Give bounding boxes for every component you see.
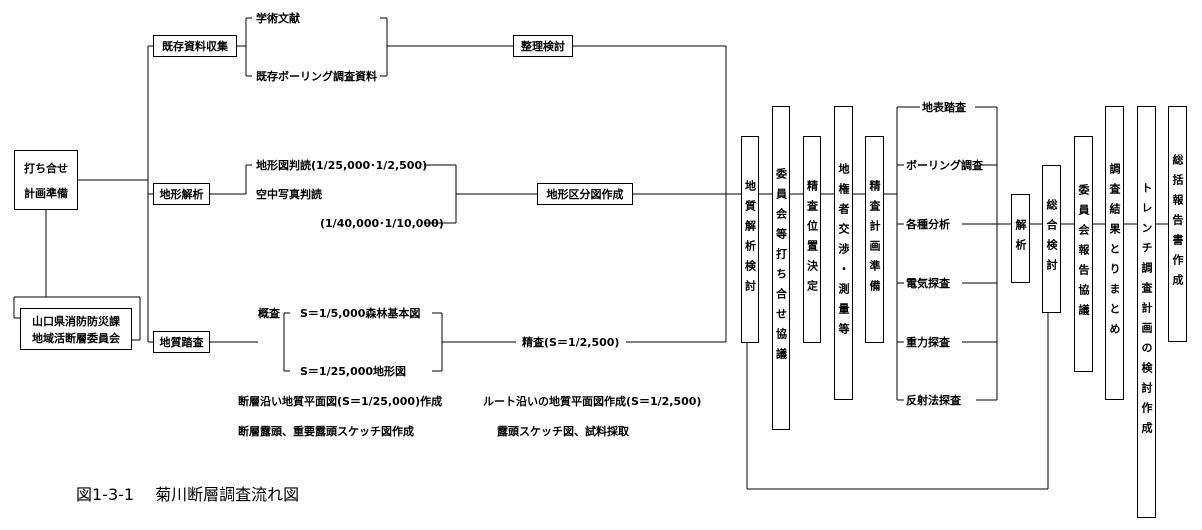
committee-line-2: 地域活断層委員会 — [32, 331, 120, 345]
chikensha-box: 地権者交渉・測量等 — [834, 106, 853, 400]
note-left-1: 断層沿い地質平面図(S＝1/25,000)作成 — [238, 395, 443, 408]
soukatsu-houkoku-box: 総括報告書作成 — [1168, 106, 1187, 342]
chishitsu-tousa-box: 地質踏査 — [153, 331, 210, 353]
uchiawase-line-1: 打ち合せ — [24, 161, 68, 175]
survey-item-chihyou: 地表踏査 — [922, 101, 966, 114]
committee-line-1: 山口県消防防災課 — [32, 314, 120, 328]
iinkai-uchiawase-box: 委員会等打ち合せ協議 — [772, 106, 790, 430]
seisa-ichi-box: 精査位置決定 — [803, 136, 821, 343]
committee-box: 山口県消防防災課 地域活断層委員会 — [20, 308, 132, 350]
chikeizu-handoku-label: 地形図判読(1/25,000･1/2,500) — [256, 159, 428, 172]
gaisa-forest-map-label: S＝1/5,000森林基本図 — [300, 307, 421, 320]
survey-item-bunseki: 各種分析 — [906, 218, 950, 231]
note-right-1: ルート沿いの地質平面図作成(S＝1/2,500) — [483, 395, 702, 408]
survey-item-boring: ボーリング調査 — [906, 159, 983, 172]
uchiawase-box: 打ち合せ 計画準備 — [14, 150, 78, 210]
gaisa-label: 概査 — [258, 307, 280, 320]
uchiawase-line-2: 計画準備 — [24, 186, 68, 200]
note-right-2: 露頭スケッチ図、試料採取 — [497, 425, 629, 438]
survey-item-juuryoku: 重力探査 — [906, 336, 950, 349]
survey-item-hanshahou: 反射法探査 — [906, 394, 961, 407]
chikei-kubun-box: 地形区分図作成 — [537, 183, 633, 205]
sougou-kentou-box: 総合検討 — [1042, 165, 1061, 313]
shashin-scale-label: (1/40,000･1/10,000) — [320, 217, 444, 230]
seisa-label: 精査(S＝1/2,500) — [520, 334, 622, 350]
note-left-2: 断層露頭、重要露頭スケッチ図作成 — [238, 425, 414, 438]
iinkai-houkoku-box: 委員会報告協議 — [1074, 136, 1093, 372]
chousa-kekka-box: 調査結果とりまとめ — [1105, 106, 1124, 400]
seisa-keikaku-box: 精査計画準備 — [865, 136, 884, 343]
chikei-kaiseki-box: 地形解析 — [153, 183, 210, 205]
gaisa-topo-map-label: S＝1/25,000地形図 — [300, 365, 407, 378]
kizon-shiryo-box: 既存資料収集 — [153, 35, 237, 57]
gakujutsu-bunken-label: 学術文献 — [256, 12, 300, 25]
figure-caption: 図1-3-1 菊川断層調査流れ図 — [76, 485, 300, 504]
kaiseki-box: 解析 — [1011, 194, 1030, 283]
trench-keikaku-box: トレンチ調査計画の検討作成 — [1137, 106, 1156, 518]
kuuchuu-shashin-label: 空中写真判読 — [256, 188, 322, 201]
seiri-kentou-box: 整理検討 — [513, 35, 573, 57]
survey-item-denki: 電気探査 — [906, 277, 950, 290]
kizon-boring-label: 既存ボーリング調査資料 — [256, 70, 377, 83]
chishitsu-kaiseki-kentou-box: 地質解析検討 — [741, 136, 759, 343]
